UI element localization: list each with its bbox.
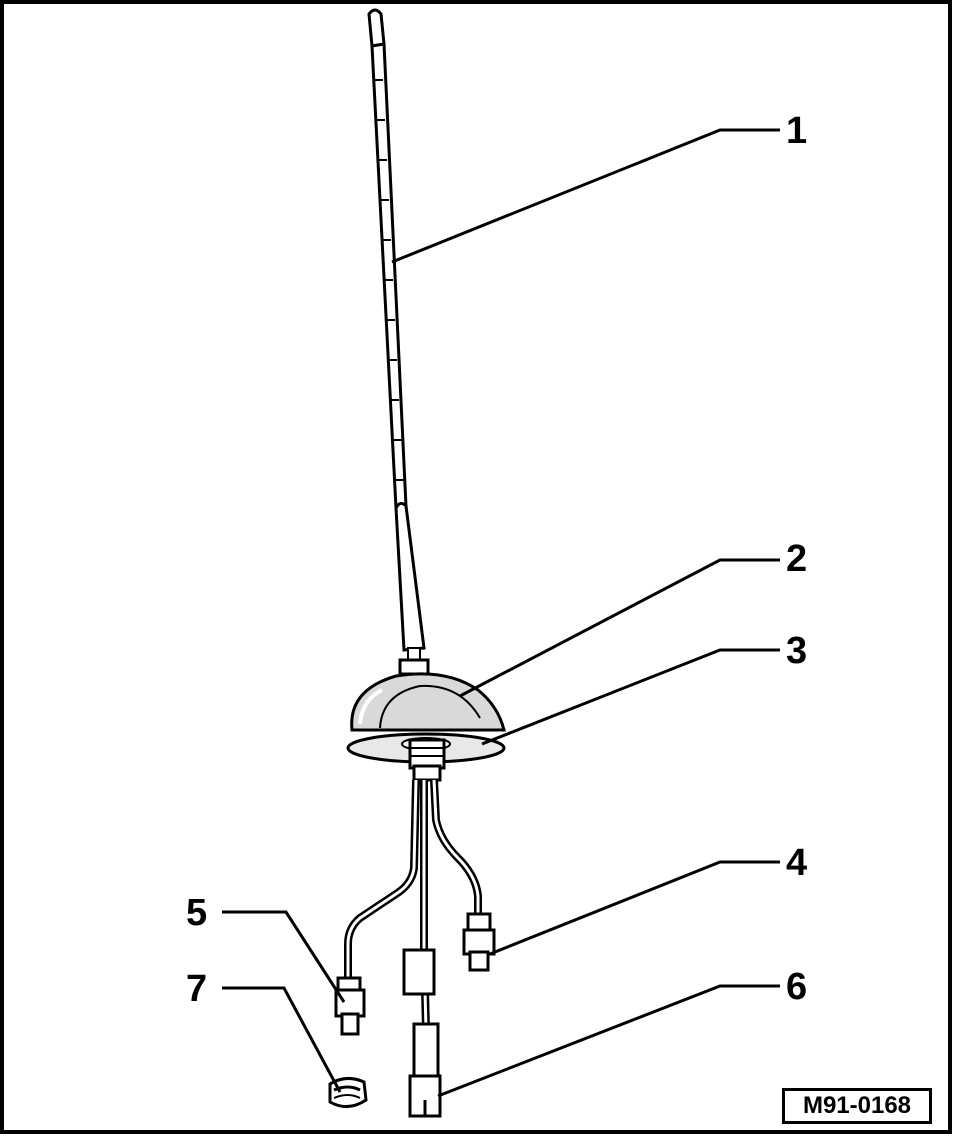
- callout-5-label: 5: [186, 892, 208, 934]
- callout-3-label: 3: [786, 630, 808, 672]
- leader-lines: [222, 128, 780, 1098]
- antenna-base-dome: [350, 658, 506, 732]
- callout-6-label: 6: [786, 966, 808, 1008]
- callout-7-label: 7: [186, 968, 208, 1010]
- callout-2-label: 2: [786, 538, 808, 580]
- connector-6: [402, 948, 442, 1118]
- callout-4-label: 4: [786, 842, 808, 884]
- connector-4: [462, 912, 496, 972]
- clip-7: [328, 1077, 368, 1108]
- drawing-code-badge: M91-0168: [782, 1088, 932, 1124]
- gasket-seal: [346, 732, 506, 782]
- callout-1-label: 1: [786, 110, 808, 152]
- antenna-rod: [367, 8, 426, 663]
